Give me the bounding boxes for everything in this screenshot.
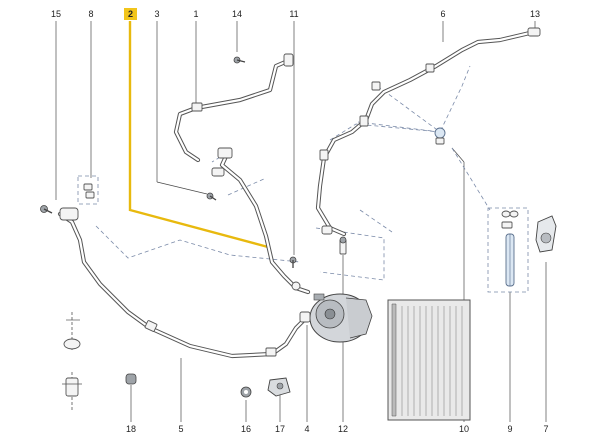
cap-18[interactable] (125, 373, 137, 385)
bolt-3[interactable] (206, 192, 217, 201)
callout-2[interactable]: 2 (128, 9, 133, 19)
pipe-2[interactable] (211, 147, 311, 295)
fitting-4[interactable] (299, 311, 311, 323)
bolt-14[interactable] (233, 56, 246, 64)
leader-lines (55, 21, 547, 422)
nut-16[interactable] (240, 386, 252, 398)
callout-3[interactable]: 3 (154, 9, 159, 19)
callout-15[interactable]: 15 (51, 9, 61, 19)
fitting-8[interactable] (83, 183, 95, 199)
callout-9[interactable]: 9 (507, 424, 512, 434)
callout-18[interactable]: 18 (126, 424, 136, 434)
callout-17[interactable]: 17 (275, 424, 285, 434)
callout-1[interactable]: 1 (193, 9, 198, 19)
pipe-6[interactable] (315, 27, 541, 237)
highlight-leader (128, 21, 269, 249)
valve-10[interactable] (434, 127, 446, 145)
top-callouts: 15 8 2 3 1 14 11 6 13 (51, 8, 540, 20)
callout-10[interactable]: 10 (459, 424, 469, 434)
callout-13[interactable]: 13 (530, 9, 540, 19)
callout-8[interactable]: 8 (88, 9, 93, 19)
callout-12[interactable]: 12 (338, 424, 348, 434)
callout-7[interactable]: 7 (543, 424, 548, 434)
bottom-callouts: 18 5 16 17 4 12 10 9 7 (126, 424, 549, 434)
drier-kit-9[interactable] (501, 210, 519, 287)
bolt-11[interactable] (289, 256, 297, 268)
compressor[interactable] (309, 293, 373, 343)
switch-7[interactable] (535, 215, 557, 253)
bracket-17[interactable] (267, 377, 291, 397)
callout-5[interactable]: 5 (178, 424, 183, 434)
condenser[interactable] (387, 299, 471, 421)
callout-6[interactable]: 6 (440, 9, 445, 19)
callout-16[interactable]: 16 (241, 424, 251, 434)
pipe-5[interactable] (57, 207, 309, 359)
callout-11[interactable]: 11 (289, 9, 298, 19)
bolt-15[interactable] (40, 205, 53, 214)
detail-bolts-left (62, 312, 82, 410)
callout-4[interactable]: 4 (304, 424, 309, 434)
callout-14[interactable]: 14 (232, 9, 242, 19)
highlight-box (124, 8, 137, 20)
pipe-1[interactable] (173, 53, 294, 163)
sensor-12[interactable] (339, 236, 347, 255)
dashed-outlines (77, 65, 529, 293)
